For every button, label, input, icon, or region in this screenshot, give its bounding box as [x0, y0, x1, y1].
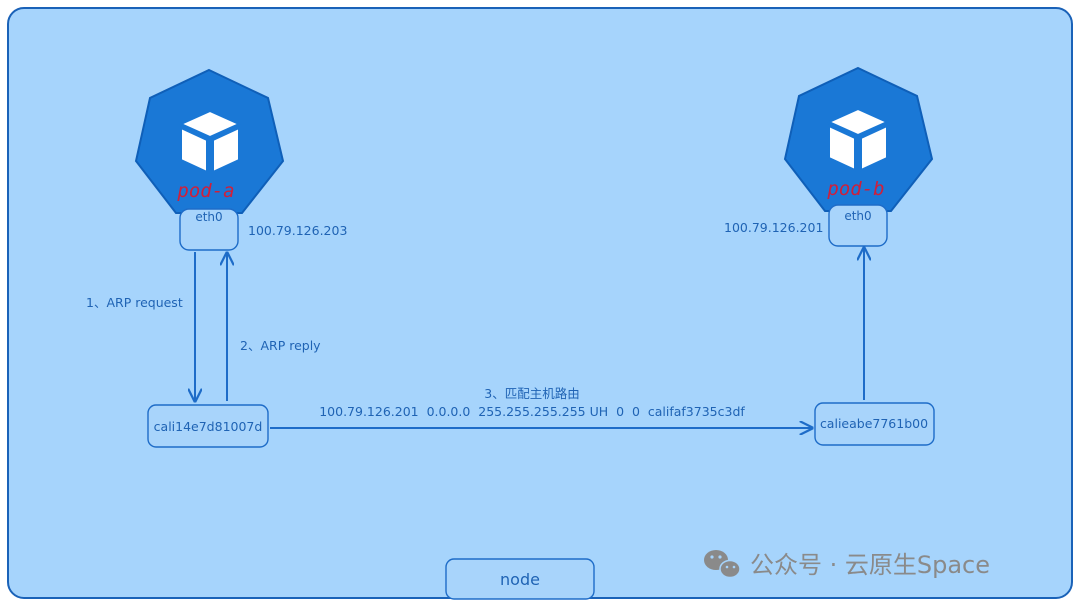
veth-a-box: [147, 404, 269, 448]
pod-b-ip: 100.79.126.201: [724, 220, 823, 235]
pod-a-eth0-label: eth0: [195, 210, 222, 224]
veth-b-label: calieabe7761b00: [820, 416, 928, 431]
watermark-text: 公众号 · 云原生Space: [750, 551, 990, 579]
pod-a-ip: 100.79.126.203: [248, 223, 347, 238]
veth-b-box: [814, 402, 935, 446]
cube-icon: [826, 107, 890, 172]
arp-reply-label: 2、ARP reply: [240, 338, 321, 353]
node-label: node: [500, 570, 540, 589]
pod-b-eth0-label: eth0: [844, 209, 871, 223]
pod-a-eth0-box: [179, 208, 239, 251]
pod-b: pod-b eth0: [783, 66, 934, 247]
pod-a: pod-a eth0: [134, 68, 285, 251]
route-match-label: 3、匹配主机路由: [484, 386, 579, 401]
arp-request-label: 1、ARP request: [86, 295, 183, 310]
pod-b-eth0-box: [828, 204, 888, 247]
veth-a-label: cali14e7d81007d: [154, 419, 263, 434]
pod-b-label: pod-b: [826, 178, 884, 200]
pod-a-label: pod-a: [176, 180, 234, 202]
wechat-icon: [704, 550, 741, 579]
cube-icon: [178, 109, 242, 174]
route-entry-label: 100.79.126.201 0.0.0.0 255.255.255.255 U…: [319, 404, 745, 419]
node-label-box: [445, 558, 595, 600]
